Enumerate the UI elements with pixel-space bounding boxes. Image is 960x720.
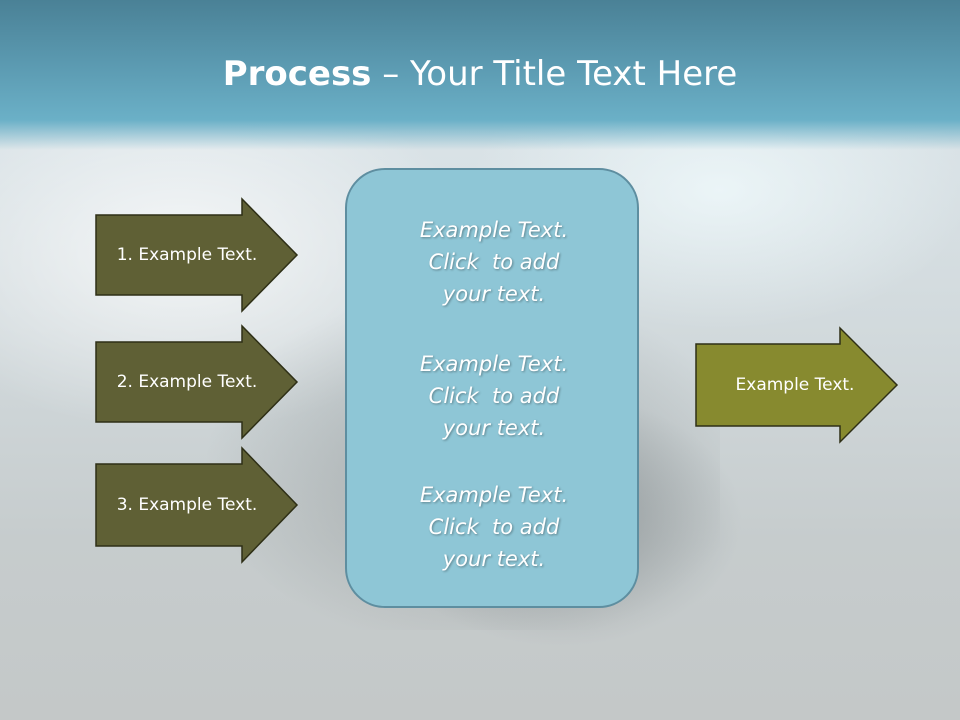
center-item-3-line1: Example Text. — [419, 483, 569, 507]
arrow-shape-2 — [95, 324, 299, 440]
arrow-polygon-2 — [95, 324, 299, 440]
center-content-box[interactable]: Example Text. Click to add your text. Ex… — [345, 168, 639, 608]
center-item-2[interactable]: Example Text. Click to add your text. — [347, 348, 641, 444]
arrow-shape-1 — [95, 197, 299, 313]
center-item-1-line3: your text. — [442, 282, 546, 306]
slide-title[interactable]: Process – Your Title Text Here — [0, 52, 960, 96]
title-rest: – Your Title Text Here — [371, 54, 738, 94]
arrow-label-1: 1. Example Text. — [116, 245, 258, 265]
center-item-2-line2: Click to add — [428, 384, 560, 408]
center-item-2-line1: Example Text. — [419, 352, 569, 376]
center-item-1-line2: Click to add — [428, 250, 560, 274]
arrow-polygon-1 — [95, 197, 299, 313]
center-item-3-line2: Click to add — [428, 515, 560, 539]
arrow-label-3: 3. Example Text. — [116, 495, 258, 515]
result-arrow-label: Example Text. — [735, 375, 855, 395]
center-item-3-line3: your text. — [442, 547, 546, 571]
process-step-arrow-3[interactable]: 3. Example Text. — [95, 446, 299, 564]
result-arrow-polygon — [695, 326, 899, 444]
process-step-arrow-2[interactable]: 2. Example Text. — [95, 324, 299, 440]
arrow-shape-3 — [95, 446, 299, 564]
process-step-arrow-1[interactable]: 1. Example Text. — [95, 197, 299, 313]
title-banner — [0, 0, 960, 150]
result-arrow[interactable]: Example Text. — [695, 326, 899, 444]
result-arrow-shape — [695, 326, 899, 444]
title-bold: Process — [222, 54, 372, 94]
center-item-3[interactable]: Example Text. Click to add your text. — [347, 479, 641, 575]
center-item-2-line3: your text. — [442, 416, 546, 440]
center-item-1-line1: Example Text. — [419, 218, 569, 242]
arrow-label-2: 2. Example Text. — [116, 372, 258, 392]
center-item-1[interactable]: Example Text. Click to add your text. — [347, 214, 641, 310]
arrow-polygon-3 — [95, 446, 299, 564]
